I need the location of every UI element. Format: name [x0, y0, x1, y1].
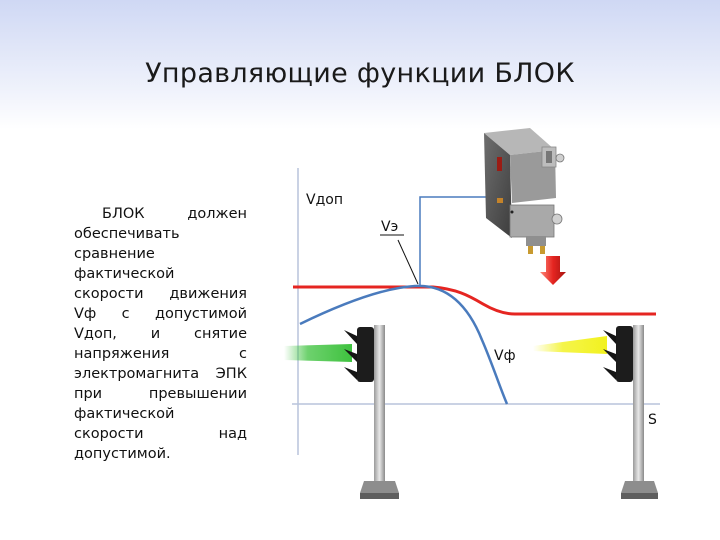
- traffic-signal-icon: [603, 325, 658, 499]
- ve-pointer-line: [397, 239, 419, 285]
- green-signal-beam: [284, 344, 352, 362]
- allowed-speed-connector: [419, 196, 487, 286]
- label-v-allowed: Vдоп: [306, 192, 343, 208]
- description-text: БЛОК должен обеспечивать сравнение факти…: [74, 206, 247, 462]
- label-distance: S: [648, 412, 657, 428]
- label-v-e: Vэ: [381, 219, 398, 235]
- traffic-signal-icon: [344, 325, 399, 499]
- blok-device-icon: [484, 128, 566, 285]
- label-v-actual: Vф: [494, 348, 516, 364]
- device-output-arrow: [540, 256, 566, 285]
- actual-speed-curve: [299, 284, 509, 405]
- allowed-speed-line: [293, 285, 656, 316]
- yellow-signal-beam: [533, 336, 607, 354]
- slide-title: Управляющие функции БЛОК: [145, 58, 575, 89]
